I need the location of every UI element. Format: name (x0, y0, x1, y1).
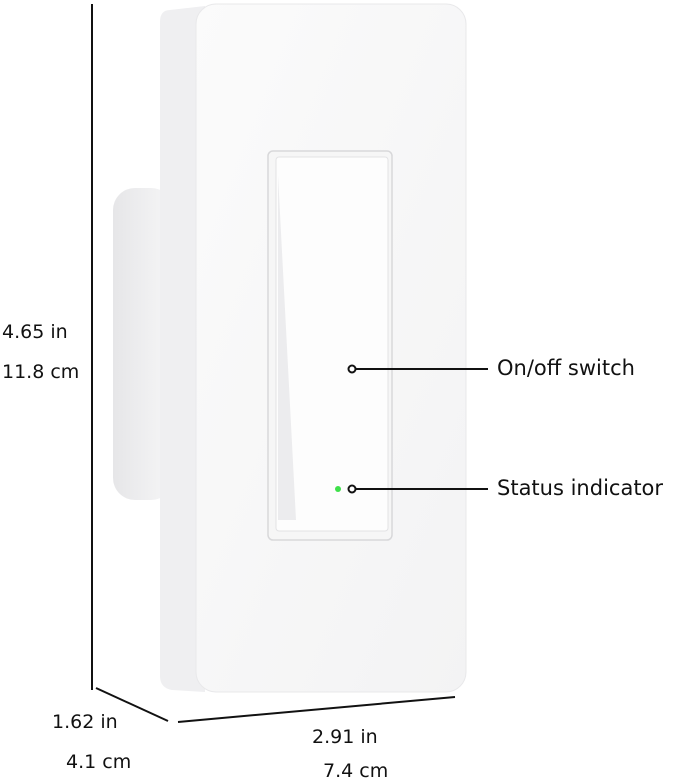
plate-edge (160, 6, 205, 692)
rocker-switch[interactable] (275, 156, 389, 532)
height-cm-label: 11.8 cm (2, 361, 80, 383)
height-in-label: 4.65 in (2, 321, 68, 343)
status-led (335, 486, 341, 492)
back-box (113, 188, 173, 500)
callout-dot-switch (347, 364, 357, 374)
width-dimension-line (177, 696, 456, 723)
callout-dot-indicator (347, 484, 357, 494)
depth-dimension-line (95, 687, 169, 722)
depth-in-label: 1.62 in (52, 711, 118, 733)
width-in-label: 2.91 in (312, 726, 378, 748)
width-cm-label: 7.4 cm (323, 760, 389, 782)
callout-label-switch: On/off switch (497, 356, 635, 380)
rocker-shadow (278, 175, 296, 520)
callout-label-indicator: Status indicator (497, 476, 664, 500)
depth-cm-label: 4.1 cm (66, 751, 132, 773)
